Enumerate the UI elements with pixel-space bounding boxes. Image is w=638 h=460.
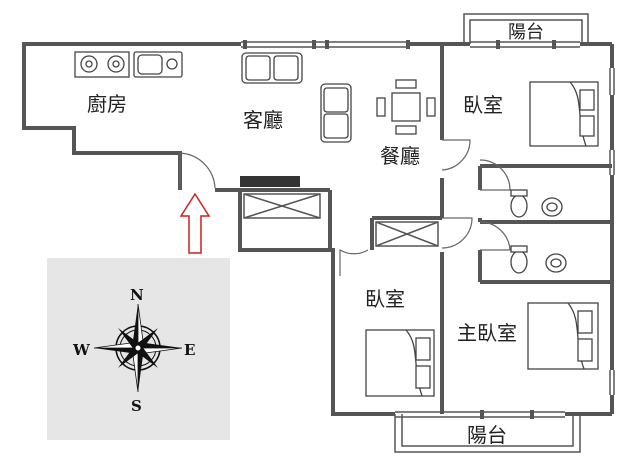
- doors: [179, 139, 511, 276]
- window-top-living: [241, 40, 410, 49]
- compass-rose-icon: [93, 303, 183, 393]
- bed-master-icon: [527, 302, 599, 370]
- room-label-dining: 餐廳: [380, 144, 420, 168]
- stove-icon: [74, 51, 130, 78]
- counter-bar: [240, 176, 300, 187]
- basin-icon-1: [541, 197, 563, 217]
- room-label-kitchen: 廚房: [87, 92, 127, 116]
- compass-north-label: N: [130, 286, 144, 304]
- basin-icon-2: [545, 253, 567, 273]
- storage-cabinet-1: [243, 193, 321, 219]
- compass-south-label: S: [131, 397, 142, 415]
- room-label-bedroom-top: 臥室: [463, 93, 503, 117]
- room-label-master-bedroom: 主臥室: [457, 321, 517, 345]
- balcony-bottom: [394, 410, 581, 453]
- toilet-icon-1: [510, 189, 528, 218]
- storage-cabinet-2: [375, 221, 439, 247]
- windows-right: [609, 68, 615, 395]
- toilet-icon-2: [510, 245, 528, 274]
- sofa-side-icon: [320, 83, 352, 143]
- balcony-top: [463, 13, 589, 49]
- bed-top-icon: [529, 81, 599, 147]
- room-label-bedroom-middle: 臥室: [365, 287, 405, 311]
- room-label-balcony-top: 陽台: [508, 22, 544, 43]
- compass-east-label: E: [184, 341, 195, 359]
- dining-table-icon: [376, 79, 436, 135]
- room-label-living: 客廳: [243, 108, 283, 132]
- room-label-balcony-bottom: 陽台: [467, 423, 507, 447]
- entry-arrow-icon: [179, 192, 211, 254]
- bed-middle-icon: [365, 329, 435, 397]
- compass-west-label: W: [72, 341, 91, 359]
- sofa-icon: [241, 52, 303, 84]
- kitchen-sink-icon: [133, 51, 183, 78]
